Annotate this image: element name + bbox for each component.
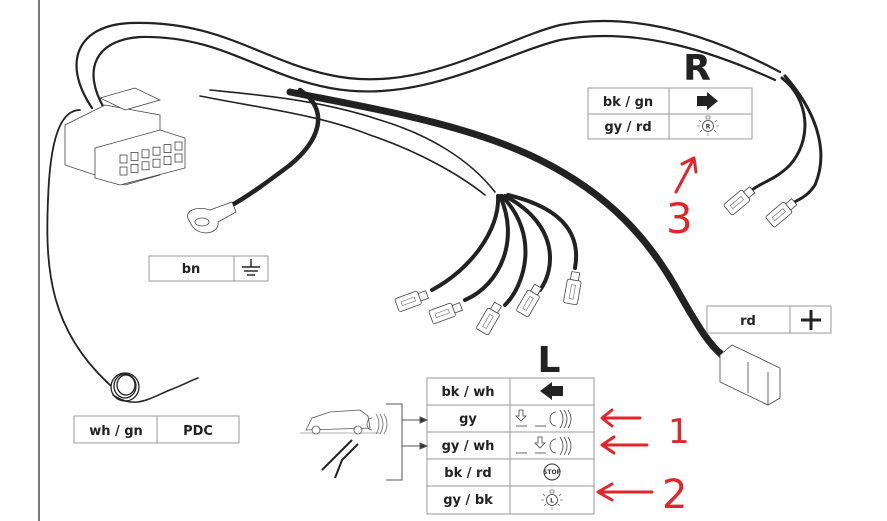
left-side-label: L: [538, 340, 561, 381]
connector-pin: [119, 166, 128, 176]
annotation-number-3: 3: [666, 194, 693, 243]
annotation-arrow-3: [674, 156, 698, 194]
plus-icon: [801, 310, 821, 330]
annotation-arrow-1b: [600, 435, 649, 455]
positive-wire-table: rd: [706, 305, 832, 334]
spade-terminal: [394, 290, 429, 312]
spade-terminal: [723, 186, 756, 216]
wire-label-gy: gy: [459, 412, 477, 427]
sensor-signal-icon: [515, 409, 572, 429]
annotation-number-2: 2: [662, 472, 687, 518]
connector-pin: [130, 163, 139, 173]
spade-terminal: [428, 302, 463, 324]
svg-text:STOP: STOP: [543, 469, 562, 476]
wire-label-bk-wh: bk / wh: [441, 385, 494, 400]
sensor-signal-icon: [516, 436, 572, 456]
pdc-wire-table: wh / gn PDC: [73, 415, 240, 444]
wire-label-bk-gn: bk / gn: [603, 95, 653, 110]
multi-pin-connector: [64, 87, 186, 186]
wire-label-gy-bk: gy / bk: [443, 493, 493, 508]
annotation-number-1: 1: [668, 412, 690, 452]
ground-wire-table: bn: [148, 255, 269, 282]
left-light-icon: L: [541, 489, 563, 510]
wire-label-gy-wh: gy / wh: [442, 439, 495, 454]
sensor-icon: [366, 413, 388, 435]
connector-pin: [152, 146, 161, 156]
spade-terminals-right: [723, 186, 798, 228]
arrow-right-icon: [697, 92, 718, 110]
wire-label-bn: bn: [182, 262, 201, 277]
stop-light-icon: STOP: [543, 463, 562, 481]
reverse-light-icon: R: [697, 115, 719, 136]
annotation-arrow-1a: [600, 408, 642, 428]
connector-pin: [130, 151, 139, 161]
connector-pin: [163, 144, 172, 154]
car-illustration: [300, 409, 380, 435]
right-wire-table: bk / gn gy / rd R: [587, 87, 753, 140]
spade-terminal: [765, 198, 798, 228]
harness-wires: [46, 19, 823, 403]
ground-icon: [242, 259, 260, 276]
left-wire-table: bk / wh gy gy / wh bk / rd gy / bk STOP: [426, 377, 595, 515]
pliers-icon: [321, 439, 359, 479]
pdc-coil: [110, 372, 199, 403]
spade-terminal: [516, 283, 543, 318]
ring-terminal: [187, 201, 237, 234]
connector-pin: [119, 154, 128, 164]
connector-pin: [141, 161, 150, 171]
power-connector: [719, 344, 781, 406]
svg-text:L: L: [550, 498, 554, 505]
spade-terminal: [563, 271, 582, 306]
bracket-arrows: [386, 403, 429, 481]
arrow-left-icon: [540, 382, 563, 400]
right-side-label: R: [683, 48, 711, 89]
wire-label-bk-rd: bk / rd: [444, 466, 491, 481]
spade-terminals-left: [394, 271, 582, 336]
annotation-arrow-2: [596, 482, 654, 502]
connector-pin: [174, 153, 183, 163]
wire-label-rd: rd: [740, 314, 756, 329]
spade-terminal: [476, 301, 503, 336]
connector-pin: [141, 149, 150, 159]
connector-pin: [163, 156, 172, 166]
svg-text:R: R: [706, 124, 711, 131]
connector-pin: [174, 141, 183, 151]
connector-pin: [152, 158, 161, 168]
pdc-label: PDC: [183, 424, 213, 439]
wire-label-gy-rd: gy / rd: [604, 120, 651, 135]
wire-label-wh-gn: wh / gn: [89, 424, 143, 439]
